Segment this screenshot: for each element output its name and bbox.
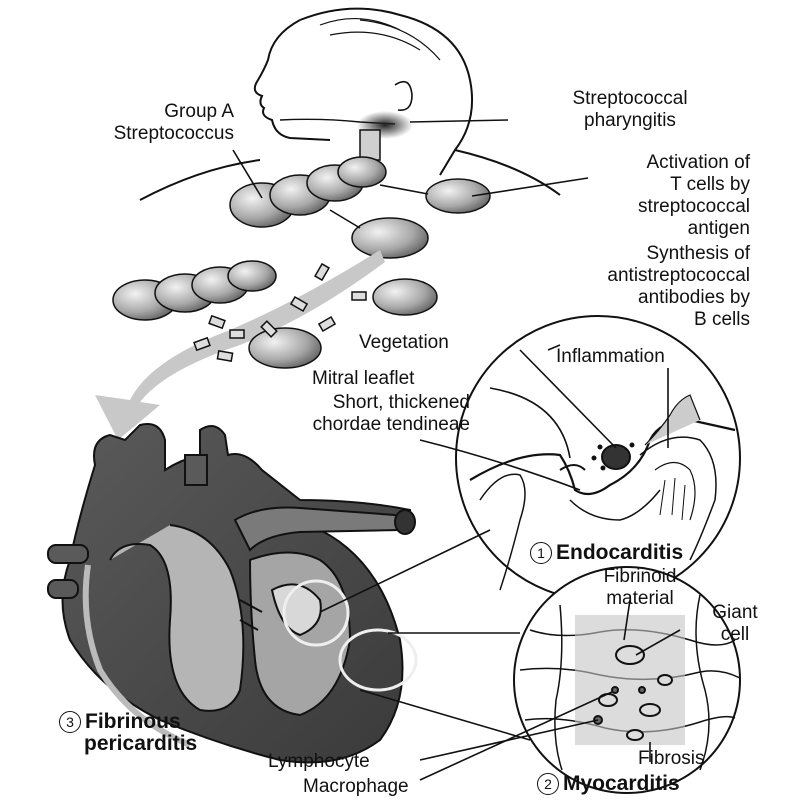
myocarditis-number-badge: 2	[537, 773, 559, 795]
label-lymphocyte: Lymphocyte	[268, 751, 370, 773]
label-group-a-streptococcus: Group A Streptococcus	[84, 101, 234, 145]
label-giant-line2: cell	[690, 624, 780, 646]
streptococcus-chain-upper	[230, 157, 490, 258]
label-endocarditis-text: Endocarditis	[556, 541, 683, 564]
label-fibrinoid-line2: material	[585, 588, 695, 610]
label-peri-line1: Fibrinous	[85, 710, 181, 733]
label-tcell-line1: Activation of	[560, 152, 750, 174]
endocarditis-number-badge: 1	[530, 542, 552, 564]
label-synth-line4: B cells	[520, 309, 750, 331]
label-fibrinoid-material: Fibrinoid material	[585, 566, 695, 610]
label-synth-line1: Synthesis of	[520, 243, 750, 265]
label-streptococcal-pharyngitis: Streptococcal pharyngitis	[515, 88, 745, 132]
pericarditis-number-badge: 3	[59, 711, 81, 733]
label-macrophage: Macrophage	[303, 776, 409, 798]
label-giant-line1: Giant	[690, 602, 780, 624]
label-inflammation: Inflammation	[556, 346, 665, 368]
label-tcell-line3: streptococcal	[560, 196, 750, 218]
label-fibrinoid-line1: Fibrinoid	[585, 566, 695, 588]
label-fibrosis: Fibrosis	[638, 748, 705, 770]
label-tcell-line2: T cells by	[560, 174, 750, 196]
label-vegetation: Vegetation	[359, 332, 449, 354]
label-group-a-line1: Group A	[84, 101, 234, 123]
label-peri-line2: pericarditis	[59, 733, 197, 755]
label-pharyngitis-line2: pharyngitis	[515, 110, 745, 132]
label-chordae-tendineae: Short, thickened chordae tendineae	[160, 392, 470, 436]
label-tcell-line4: antigen	[560, 218, 750, 240]
label-group-a-line2: Streptococcus	[84, 123, 234, 145]
label-synth-line2: antistreptococcal	[520, 265, 750, 287]
label-mitral-leaflet: Mitral leaflet	[312, 368, 414, 390]
label-giant-cell: Giant cell	[690, 602, 780, 646]
label-synth-line3: antibodies by	[520, 287, 750, 309]
label-t-cell-activation: Activation of T cells by streptococcal a…	[560, 152, 750, 240]
label-chordae-line1: Short, thickened	[160, 392, 470, 414]
throat-tube	[360, 130, 380, 160]
label-myocarditis-text: Myocarditis	[563, 772, 680, 795]
label-antibody-synthesis: Synthesis of antistreptococcal antibodie…	[520, 243, 750, 331]
label-pharyngitis-line1: Streptococcal	[515, 88, 745, 110]
label-chordae-line2: chordae tendineae	[160, 414, 470, 436]
